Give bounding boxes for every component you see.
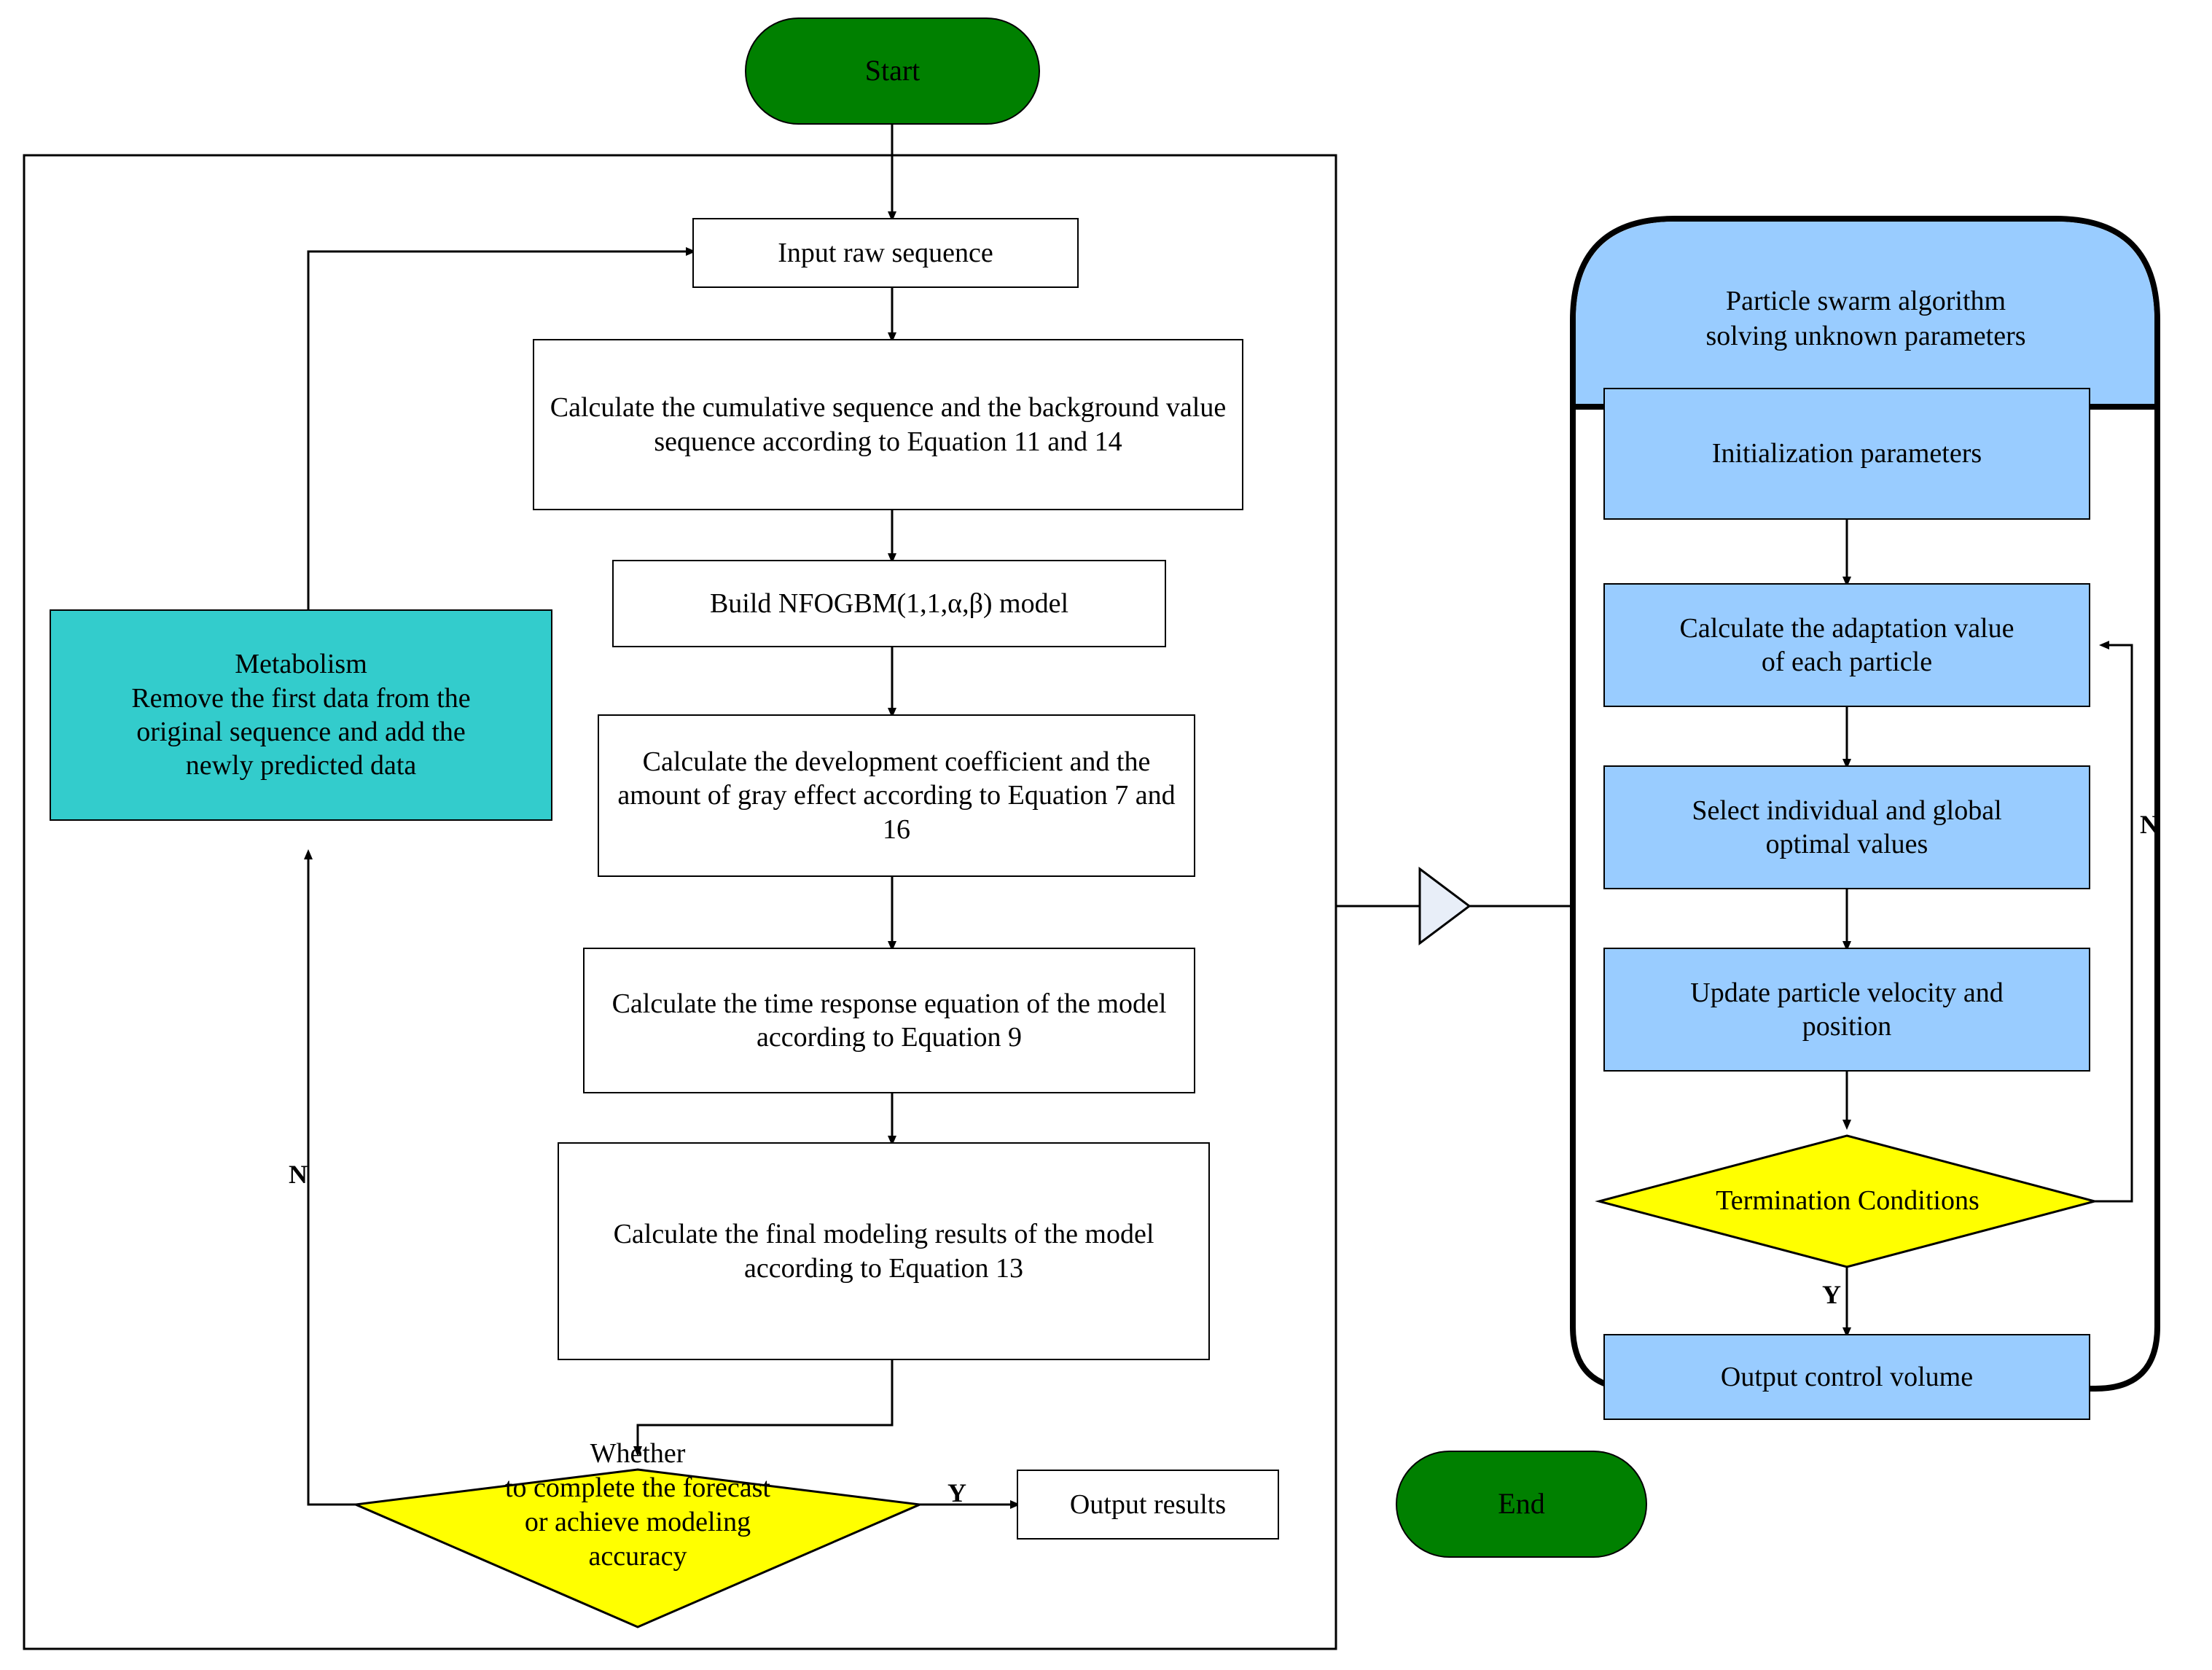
build-model-label: Build NFOGBM(1,1,α,β) model <box>709 588 1069 619</box>
time-response-box: Calculate the time response equation of … <box>583 948 1195 1093</box>
main-flow-yes-text: Y <box>947 1478 966 1507</box>
end-label: End <box>1498 1487 1545 1521</box>
output-results-box: Output results <box>1017 1470 1279 1540</box>
metabolism-line-1: Metabolism <box>235 649 367 680</box>
input-raw-sequence-box: Input raw sequence <box>692 218 1079 288</box>
pso-select-optimal-box: Select individual and global optimal val… <box>1603 765 2090 889</box>
pso-no-text: N <box>2140 810 2159 839</box>
main-flow-outer-border <box>23 154 1337 1650</box>
pso-initialization-label: Initialization parameters <box>1711 438 1982 469</box>
main-flow-yes-label: Y <box>947 1478 966 1508</box>
pso-update-particle-box: Update particle velocity and position <box>1603 948 2090 1072</box>
build-model-box: Build NFOGBM(1,1,α,β) model <box>612 560 1166 647</box>
input-raw-sequence-label: Input raw sequence <box>778 237 993 268</box>
edge-decision-no-to-metabolism <box>304 849 356 1506</box>
pso-adaptation-line-1: Calculate the adaptation value <box>1679 612 2014 644</box>
final-results-label: Calculate the final modeling results of … <box>613 1219 1154 1284</box>
cumulative-sequence-label: Calculate the cumulative sequence and th… <box>550 392 1227 457</box>
pso-adaptation-line-2: of each particle <box>1761 647 1933 677</box>
output-results-label: Output results <box>1069 1488 1227 1520</box>
pso-panel-title: Particle swarm algorithm solving unknown… <box>1585 241 2146 397</box>
pso-no-label: N <box>2140 809 2159 840</box>
pso-select-line-2: optimal values <box>1765 829 1928 859</box>
pso-title-line-2: solving unknown parameters <box>1705 320 2026 351</box>
start-terminator: Start <box>745 17 1040 125</box>
development-coefficient-label: Calculate the development coefficient an… <box>617 746 1176 845</box>
cumulative-sequence-box: Calculate the cumulative sequence and th… <box>533 339 1243 510</box>
decision-diamond-text: Whether to complete the forecast or achi… <box>405 1407 871 1604</box>
development-coefficient-box: Calculate the development coefficient an… <box>598 714 1195 877</box>
metabolism-line-2: Remove the first data from the <box>131 682 471 714</box>
decision-line-2: to complete the forecast <box>504 1472 770 1503</box>
decision-line-3: or achieve modeling <box>524 1507 751 1537</box>
edge-termination-no-feedback <box>2095 641 2133 1203</box>
decision-line-1: Whether <box>590 1437 686 1469</box>
edge-metabolism-to-input <box>307 247 696 609</box>
pso-select-line-1: Select individual and global <box>1692 795 2002 826</box>
pso-yes-label: Y <box>1822 1279 1841 1310</box>
time-response-label: Calculate the time response equation of … <box>611 988 1167 1053</box>
pso-panel-header-fill <box>1576 222 2154 405</box>
end-terminator: End <box>1396 1451 1647 1558</box>
main-flow-no-text: N <box>289 1160 308 1189</box>
pso-initialization-box: Initialization parameters <box>1603 388 2090 520</box>
final-results-box: Calculate the final modeling results of … <box>558 1142 1210 1360</box>
pso-update-line-1: Update particle velocity and <box>1690 977 2004 1008</box>
metabolism-line-3: original sequence and add the <box>136 717 466 747</box>
metabolism-line-4: newly predicted data <box>185 750 417 781</box>
edge-final-to-decision <box>633 1360 894 1456</box>
bridge-triangle-icon <box>1418 867 1472 945</box>
metabolism-box: Metabolism Remove the first data from th… <box>50 609 552 821</box>
pso-adaptation-box: Calculate the adaptation value of each p… <box>1603 583 2090 707</box>
pso-title-line-1: Particle swarm algorithm <box>1725 286 2006 317</box>
decision-diamond-forecast <box>351 1468 924 1628</box>
pso-update-line-2: position <box>1802 1011 1892 1042</box>
pso-yes-text: Y <box>1822 1280 1841 1309</box>
pso-termination-text: Termination Conditions <box>1640 1177 2055 1225</box>
main-flow-no-label: N <box>289 1159 308 1190</box>
pso-output-control-volume-label: Output control volume <box>1720 1361 1974 1392</box>
pso-termination-label: Termination Conditions <box>1716 1185 1980 1217</box>
start-label: Start <box>864 54 921 87</box>
decision-line-4: accuracy <box>588 1541 687 1572</box>
pso-output-control-volume-box: Output control volume <box>1603 1334 2090 1420</box>
